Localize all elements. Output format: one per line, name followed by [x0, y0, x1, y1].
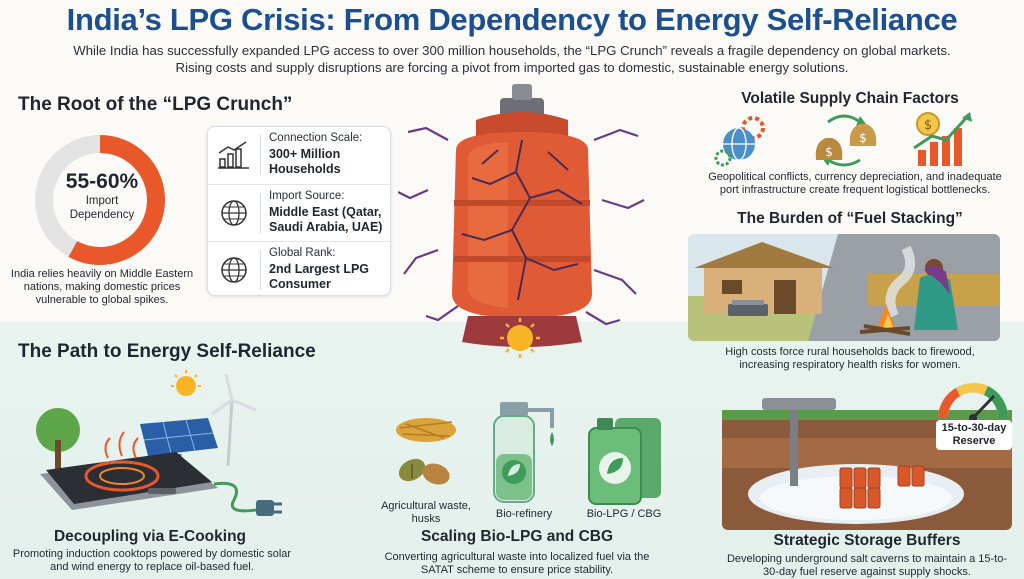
bar-chart-icon — [218, 141, 249, 169]
subtitle-line-1: While India has successfully expanded LP… — [73, 43, 951, 58]
page-title: India’s LPG Crisis: From Dependency to E… — [66, 2, 958, 37]
root-heading: The Root of the “LPG Crunch” — [18, 94, 293, 115]
page-subtitle: While India has successfully expanded LP… — [40, 42, 984, 76]
globe-icon — [221, 257, 247, 283]
donut-value: 55-60% — [65, 170, 139, 193]
stat-value: Middle East (Qatar, Saudi Arabia, UAE) — [269, 205, 383, 234]
crack-lines — [398, 126, 645, 326]
fuel-stacking-scene — [688, 234, 1000, 341]
bio-refinery-illustration — [493, 402, 554, 503]
stat-label: Import Source: — [269, 190, 345, 202]
plug-icon — [256, 500, 282, 516]
donut-arc — [35, 135, 165, 265]
ecooking-heading: Decoupling via E-Cooking — [53, 528, 247, 545]
bio-label-waste: Agricultural waste, husks — [381, 500, 471, 525]
donut-label-1: Import — [85, 195, 119, 207]
svg-text:$: $ — [859, 131, 867, 145]
cracked-lpg-cylinder-illustration — [398, 84, 645, 358]
stat-value: 300+ Million Households — [269, 147, 341, 176]
storage-heading: Strategic Storage Buffers — [773, 532, 961, 549]
induction-cooktop-icon — [40, 431, 218, 510]
storage-caption: Developing underground salt caverns to m… — [726, 553, 1008, 578]
wind-turbine-icon — [211, 373, 257, 467]
rising-cost-chart-icon: $ — [913, 112, 972, 166]
gauge-label: 15-to-30-day Reserve — [936, 420, 1012, 450]
stat-label: Global Rank: — [269, 247, 336, 259]
stat-label: Connection Scale: — [269, 132, 363, 144]
biolpg-caption: Converting agricultural waste into local… — [384, 551, 650, 576]
biolpg-heading: Scaling Bio-LPG and CBG — [420, 528, 614, 545]
svg-text:$: $ — [924, 118, 932, 133]
e-cooking-illustration — [36, 370, 282, 516]
import-dependency-donut — [35, 135, 165, 265]
supply-caption: Geopolitical conflicts, currency depreci… — [708, 171, 1002, 196]
globe-gears-icon — [714, 116, 765, 167]
bio-label-refinery: Bio-refinery — [495, 508, 553, 520]
underground-storage-illustration — [722, 398, 1012, 530]
root-caption: India relies heavily on Middle Eastern n… — [10, 268, 194, 306]
donut-text: 55-60% Import Dependency — [48, 170, 156, 222]
bio-label-output: Bio-LPG / CBG — [586, 508, 662, 520]
supply-heading: Volatile Supply Chain Factors — [741, 90, 959, 107]
stat-connection-scale: Connection Scale: 300+ Million Household… — [208, 127, 392, 183]
sun-icon — [171, 370, 201, 396]
stacking-heading: The Burden of “Fuel Stacking” — [737, 210, 963, 227]
path-heading: The Path to Energy Self-Reliance — [18, 341, 316, 362]
stats-card: Connection Scale: 300+ Million Household… — [207, 126, 392, 297]
subtitle-line-2: Rising costs and supply disruptions are … — [175, 60, 849, 75]
stacking-caption: High costs force rural households back t… — [725, 346, 975, 371]
money-bag-exchange-icon: $ $ — [815, 114, 877, 167]
stat-import-source: Import Source: Middle East (Qatar, Saudi… — [208, 184, 392, 240]
reserve-gauge-icon — [938, 383, 1009, 422]
sun-icon — [500, 318, 540, 358]
svg-text:$: $ — [825, 145, 833, 159]
stat-value: 2nd Largest LPG Consumer — [269, 262, 370, 291]
globe-icon — [221, 200, 247, 226]
agricultural-waste-illustration — [396, 418, 456, 485]
donut-label-2: Dependency — [69, 209, 135, 221]
stat-global-rank: Global Rank: 2nd Largest LPG Consumer — [208, 241, 392, 297]
ecooking-caption: Promoting induction cooktops powered by … — [12, 548, 292, 573]
bio-lpg-canister-illustration — [588, 418, 661, 505]
